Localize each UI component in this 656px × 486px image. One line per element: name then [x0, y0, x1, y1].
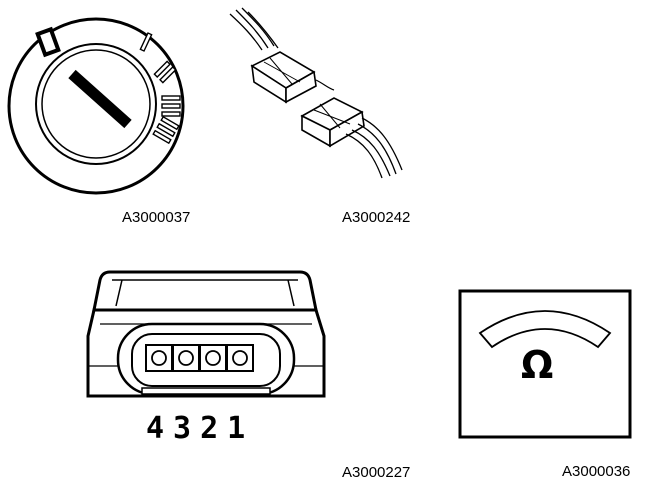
- plug-connectors-figure: [222, 0, 422, 190]
- wire-connector-icon: [229, 7, 403, 179]
- ignition-switch-icon: [7, 17, 185, 195]
- ohmmeter-figure: [458, 289, 634, 441]
- figure-caption: A3000227: [342, 464, 411, 481]
- ignition-switch-figure: [0, 0, 200, 200]
- four-pin-connector-figure: [86, 266, 336, 416]
- figure-caption: A3000037: [122, 209, 191, 226]
- pin-number-label: 4321: [146, 411, 255, 446]
- connector-housing-icon: [86, 270, 326, 398]
- ohmmeter-icon: [458, 289, 632, 439]
- figure-caption: A3000036: [562, 463, 631, 480]
- figure-caption: A3000242: [342, 209, 411, 226]
- ohm-symbol: Ω: [521, 343, 554, 387]
